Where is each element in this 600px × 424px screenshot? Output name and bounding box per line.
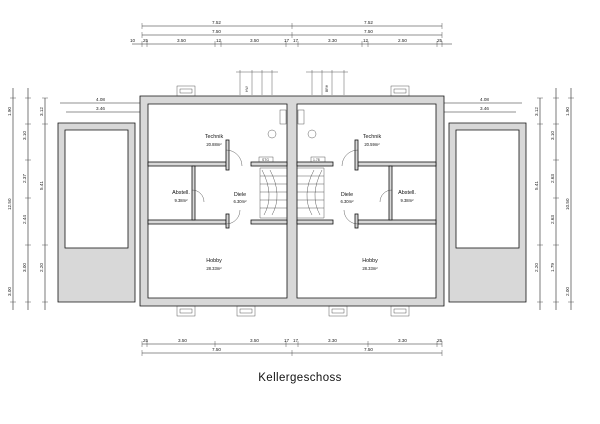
dim-top-sub-left: 7.50 [212, 29, 221, 34]
room-technik-left: Technik [205, 134, 224, 140]
room-labels-right: Technik 20.59m² Abstell. 9.38m² Diele 6.… [340, 134, 415, 271]
dim-ext-left-2: 3.46 [96, 106, 105, 111]
dim-right-inner-4: 1.79 [550, 263, 555, 272]
dim-right-outer-3: 2.00 [565, 287, 570, 296]
dim-left-mid-3: 2.20 [39, 263, 44, 272]
dim-right-inner-3: 2.63 [550, 215, 555, 224]
room-technik-right-area: 20.59m² [364, 142, 380, 147]
dim-left-mid-2: 5.41 [39, 181, 44, 190]
right-side-wing [448, 122, 527, 303]
dim-bottom-detail-3: 3.50 [250, 338, 259, 343]
installation-circles [267, 109, 317, 139]
dim-bottom-detail-5: 17 [293, 338, 299, 343]
dim-top-detail-5: 3.50 [250, 38, 259, 43]
dim-right-outer-2: 10.50 [565, 198, 570, 210]
dim-bottom-detail-7: 3.30 [398, 338, 407, 343]
room-hobby-left-area: 28.33m² [206, 266, 222, 271]
room-technik-right: Technik [363, 134, 382, 140]
room-abstell-right-area: 9.38m² [400, 198, 414, 203]
dim-top-detail-6: 17 [284, 38, 290, 43]
dim-right-mid-2: 5.41 [534, 181, 539, 190]
dim-top-detail-10: 2.50 [398, 38, 407, 43]
window-mark-left: HW [245, 86, 249, 92]
dim-left-inner-2: 2.37 [22, 174, 27, 183]
dim-top-total-left: 7.52 [212, 20, 221, 25]
room-abstell-left: Abstell. [172, 190, 190, 196]
left-side-wing [57, 122, 136, 303]
bottom-dimension-chain: 25 3.50 3.50 17 17 3.30 3.30 25 7.50 7.5… [141, 338, 443, 356]
doors [191, 149, 393, 225]
stair-mark-left: STG [262, 158, 269, 162]
room-hobby-right: Hobby [362, 258, 378, 264]
dim-right-inner-1: 3.10 [550, 131, 555, 140]
dim-left-inner-3: 2.44 [22, 215, 27, 224]
dim-bottom-detail-4: 17 [284, 338, 290, 343]
room-hobby-left: Hobby [206, 258, 222, 264]
dim-top-detail-8: 3.30 [328, 38, 337, 43]
dim-left-inner-4: 3.00 [22, 263, 27, 272]
room-abstell-left-area: 9.38m² [174, 198, 188, 203]
dim-ext-left-1: 4.08 [96, 97, 105, 102]
room-diele-right-area: 6.30m² [340, 199, 354, 204]
window-mark-right: BRH [325, 84, 329, 92]
dim-bottom-detail-1: 25 [143, 338, 149, 343]
room-diele-left-area: 6.30m² [233, 199, 247, 204]
dim-ext-right-1: 4.08 [480, 97, 489, 102]
room-diele-right: Diele [341, 192, 353, 198]
dim-left-outer-3: 3.00 [7, 287, 12, 296]
dim-top-detail-4: 12 [216, 38, 222, 43]
dim-top-sub-right: 7.50 [364, 29, 373, 34]
window-wells-top [176, 85, 410, 97]
dim-top-total-right: 7.52 [364, 20, 373, 25]
top-window-dimension-marks: HW BRH [236, 70, 348, 95]
right-dimension-chains: 3.12 5.41 2.20 3.10 2.63 2.63 1.79 1.90 … [534, 88, 574, 310]
dim-bottom-detail-2: 3.50 [178, 338, 187, 343]
dim-right-inner-2: 2.63 [550, 174, 555, 183]
dim-right-mid-3: 2.20 [534, 263, 539, 272]
staircase-right: 1.78 [296, 156, 326, 219]
room-abstell-right: Abstell. [398, 190, 416, 196]
dim-right-mid-1: 3.12 [534, 107, 539, 116]
dim-bottom-detail-8: 25 [437, 338, 443, 343]
dim-right-outer-1: 1.90 [565, 107, 570, 116]
dim-bottom-sub-left: 7.50 [212, 347, 221, 352]
dim-top-detail-11: 25 [437, 38, 443, 43]
top-dimension-chain: 7.52 7.52 7.50 7.50 10 25 3.50 12 3.50 1… [130, 20, 452, 47]
dim-top-detail-2: 25 [143, 38, 149, 43]
dim-left-outer-2: 12.50 [7, 198, 12, 210]
dim-left-outer-1: 1.90 [7, 107, 12, 116]
left-dimension-chains: 1.90 12.50 3.00 3.10 2.37 2.44 3.00 3.12… [7, 88, 48, 310]
dim-bottom-detail-6: 3.30 [328, 338, 337, 343]
room-hobby-right-area: 28.33m² [362, 266, 378, 271]
dim-top-detail-9: 12 [363, 38, 369, 43]
dim-top-detail-3: 3.50 [177, 38, 186, 43]
dim-bottom-sub-right: 7.50 [364, 347, 373, 352]
dim-left-mid-1: 3.12 [39, 107, 44, 116]
main-building-walls [139, 95, 445, 307]
room-technik-left-area: 20.88m² [206, 142, 222, 147]
window-wells-bottom [176, 305, 410, 317]
stair-mark-right: 1.78 [313, 158, 320, 162]
dim-ext-right-2: 3.46 [480, 106, 489, 111]
room-labels-left: Technik 20.88m² Abstell. 9.38m² Diele 6.… [172, 134, 247, 271]
extension-dims: 4.08 3.46 4.08 3.46 [60, 97, 522, 113]
room-diele-left: Diele [234, 192, 246, 198]
drawing-title: Kellergeschoss [258, 372, 342, 384]
staircase-left: STG [258, 156, 288, 219]
dim-top-detail-1: 10 [130, 38, 136, 43]
dim-top-detail-7: 17 [293, 38, 299, 43]
dim-left-inner-1: 3.10 [22, 131, 27, 140]
